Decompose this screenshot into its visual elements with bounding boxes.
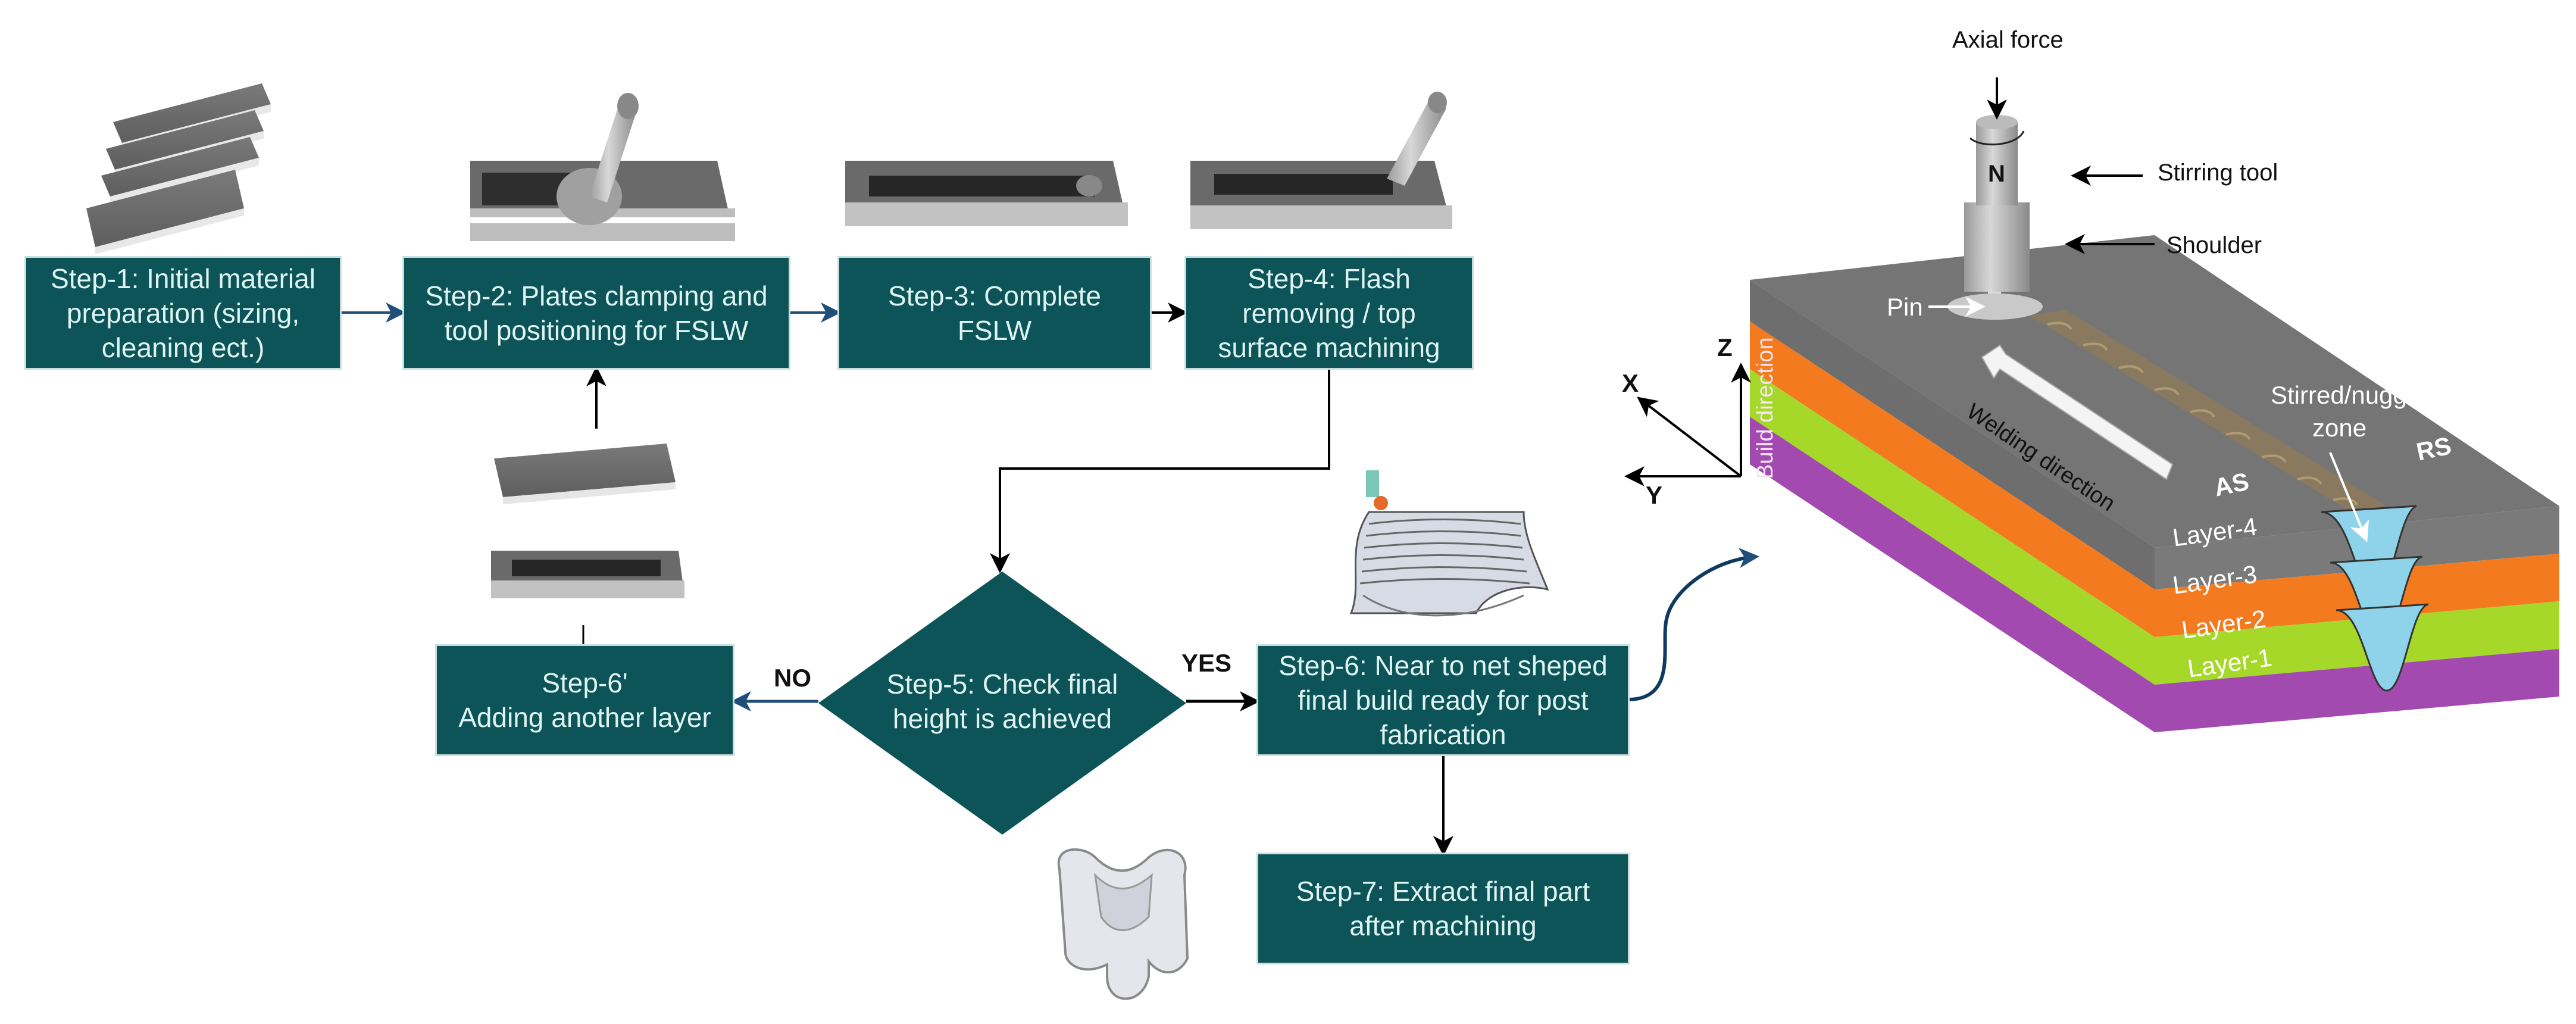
nugget-zone-label-1: Stirred/nugget xyxy=(2271,381,2428,409)
axis-z-label: Z xyxy=(1717,333,1733,361)
step-2-line-2: tool positioning for FSLW xyxy=(444,314,749,346)
decision-yes-label: YES xyxy=(1181,649,1232,677)
step-6-prime-box: Step-6' Adding another layer xyxy=(437,646,733,754)
arrow-step4-to-step5 xyxy=(990,368,1330,573)
axis-x-label: X xyxy=(1622,369,1639,397)
step-2-line-1: Step-2: Plates clamping and xyxy=(425,280,768,311)
near-net-part-illustration xyxy=(1349,470,1549,617)
step-6-line-2: final build ready for post xyxy=(1298,685,1589,716)
pin-label: Pin xyxy=(1887,293,1923,321)
step-6-line-3: fabrication xyxy=(1380,719,1506,750)
step-1-line-3: cleaning ect.) xyxy=(101,332,265,363)
step-6-line-1: Step-6: Near to net sheped xyxy=(1278,650,1608,681)
step-7-line-1: Step-7: Extract final part xyxy=(1296,876,1590,907)
nugget-zone-label-2: zone xyxy=(2312,414,2367,442)
step-4-line-2: removing / top xyxy=(1242,297,1416,329)
step-3-line-1: Step-3: Complete xyxy=(888,280,1101,311)
shoulder-label: Shoulder xyxy=(2167,232,2262,258)
build-direction-label: Build direction xyxy=(1753,337,1778,479)
step-6-box: Step-6: Near to net sheped final build re… xyxy=(1258,646,1628,754)
step-3-line-2: FSLW xyxy=(957,314,1032,346)
stacked-plates-illustration xyxy=(86,83,271,254)
layered-build-block xyxy=(1750,235,2559,732)
step-7-line-2: after machining xyxy=(1349,910,1537,941)
step-6-prime-line-2: Adding another layer xyxy=(458,702,711,733)
step-5-line-2: height is achieved xyxy=(892,703,1112,734)
step-4-line-3: surface machining xyxy=(1218,332,1440,363)
axis-y-label: Y xyxy=(1646,481,1663,509)
axial-force-label: Axial force xyxy=(1952,27,2064,53)
step-1-line-1: Step-1: Initial material xyxy=(51,263,315,294)
step-6-prime-line-1: Step-6' xyxy=(542,667,628,698)
clamped-plates-tool-illustration xyxy=(470,93,735,241)
step-5-line-1: Step-5: Check final xyxy=(886,669,1118,700)
step-1-line-2: preparation (sizing, xyxy=(66,297,300,329)
coordinate-axes xyxy=(1624,363,1751,486)
curved-arrow-to-schematic xyxy=(1627,548,1759,701)
step-5-text: Step-5: Check final height is achieved xyxy=(871,667,1133,736)
additional-layer-illustration xyxy=(491,444,684,598)
machined-plate-illustration xyxy=(1190,92,1452,229)
decision-diamond xyxy=(818,572,1186,835)
final-part-illustration xyxy=(1057,848,1189,1000)
welding-direction-arrow xyxy=(1981,344,2174,480)
stirring-tool-illustration xyxy=(1928,77,2155,320)
stirring-tool-label: Stirring tool xyxy=(2158,160,2278,186)
weld-ripples xyxy=(2047,321,2358,506)
welded-plate-illustration xyxy=(845,161,1128,226)
step-4-line-1: Step-4: Flash xyxy=(1248,263,1411,294)
decision-no-label: NO xyxy=(774,664,811,692)
rotation-marker-label: N xyxy=(1988,161,2005,187)
